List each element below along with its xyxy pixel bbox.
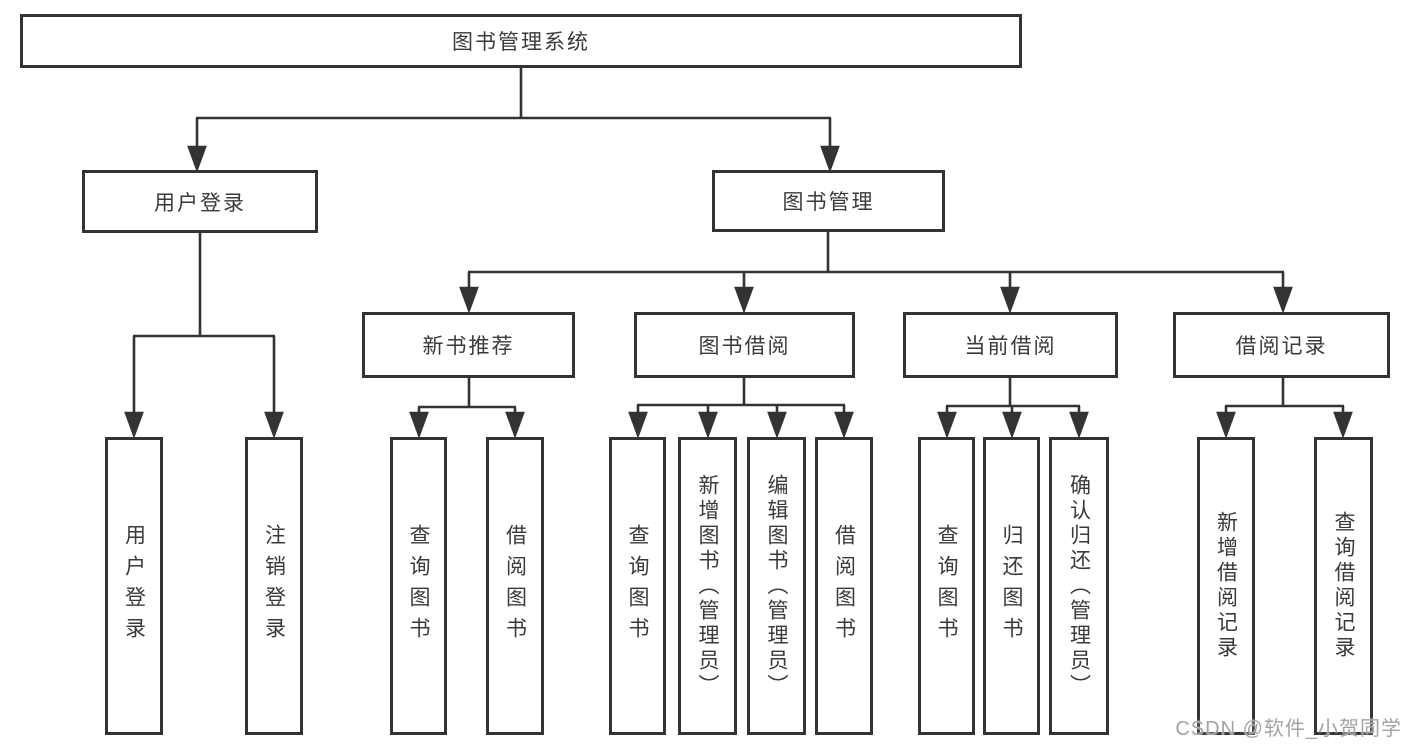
leaf-label: 新增图书（管理员）: [696, 473, 719, 699]
leaf-borrow-books: 借阅图书: [815, 437, 873, 735]
leaf-user-login: 用户登录: [105, 437, 163, 735]
leaf-query-books-borrow: 查询图书: [609, 437, 666, 735]
leaf-return-books: 归还图书: [983, 437, 1040, 735]
leaf-label: 注销登录: [262, 524, 286, 648]
node-book-borrowing: 图书借阅: [634, 312, 855, 378]
connector-user-login-to-leaves: [124, 231, 284, 439]
csdn-watermark: CSDN @软件_小贺同学: [1175, 718, 1402, 740]
leaf-add-book-admin: 新增图书（管理员）: [678, 437, 737, 735]
leaf-logout: 注销登录: [245, 437, 303, 735]
connector-new-book-rec-to-leaves: [409, 376, 525, 439]
connector-book-mgmt-to-modules: [459, 230, 1293, 314]
leaf-borrow-books-recommend: 借阅图书: [486, 437, 544, 735]
connector-root-to-level2: [187, 66, 840, 173]
leaf-confirm-return-admin: 确认归还（管理员）: [1049, 437, 1109, 735]
leaf-label: 查询图书: [935, 524, 958, 648]
leaf-label: 查询图书: [626, 524, 649, 648]
leaf-query-borrow-record: 查询借阅记录: [1314, 437, 1373, 735]
leaf-label: 归还图书: [1000, 524, 1023, 648]
leaf-edit-book-admin: 编辑图书（管理员）: [747, 437, 806, 735]
leaf-label: 借阅图书: [503, 524, 527, 648]
connector-book-borrow-to-leaves: [628, 376, 854, 439]
leaf-label: 查询图书: [407, 524, 430, 648]
node-new-book-recommendation: 新书推荐: [362, 312, 575, 378]
leaf-add-borrow-record: 新增借阅记录: [1197, 437, 1255, 735]
connector-borrow-records-to-leaves: [1216, 376, 1353, 439]
node-root-library-system: 图书管理系统: [20, 14, 1022, 68]
leaf-label: 借阅图书: [832, 524, 856, 648]
node-user-login: 用户登录: [82, 170, 318, 233]
leaf-label: 用户登录: [122, 524, 146, 648]
connector-current-borrow-to-leaves: [937, 376, 1089, 439]
leaf-query-books-current: 查询图书: [918, 437, 975, 735]
leaf-query-books-recommend: 查询图书: [390, 437, 447, 735]
node-book-management: 图书管理: [712, 170, 945, 232]
node-current-borrowing: 当前借阅: [903, 312, 1118, 378]
leaf-label: 查询借阅记录: [1332, 511, 1355, 661]
leaf-label: 新增借阅记录: [1214, 511, 1238, 661]
leaf-label: 编辑图书（管理员）: [765, 473, 788, 699]
node-borrowing-records: 借阅记录: [1173, 312, 1390, 378]
leaf-label: 确认归还（管理员）: [1067, 473, 1091, 699]
